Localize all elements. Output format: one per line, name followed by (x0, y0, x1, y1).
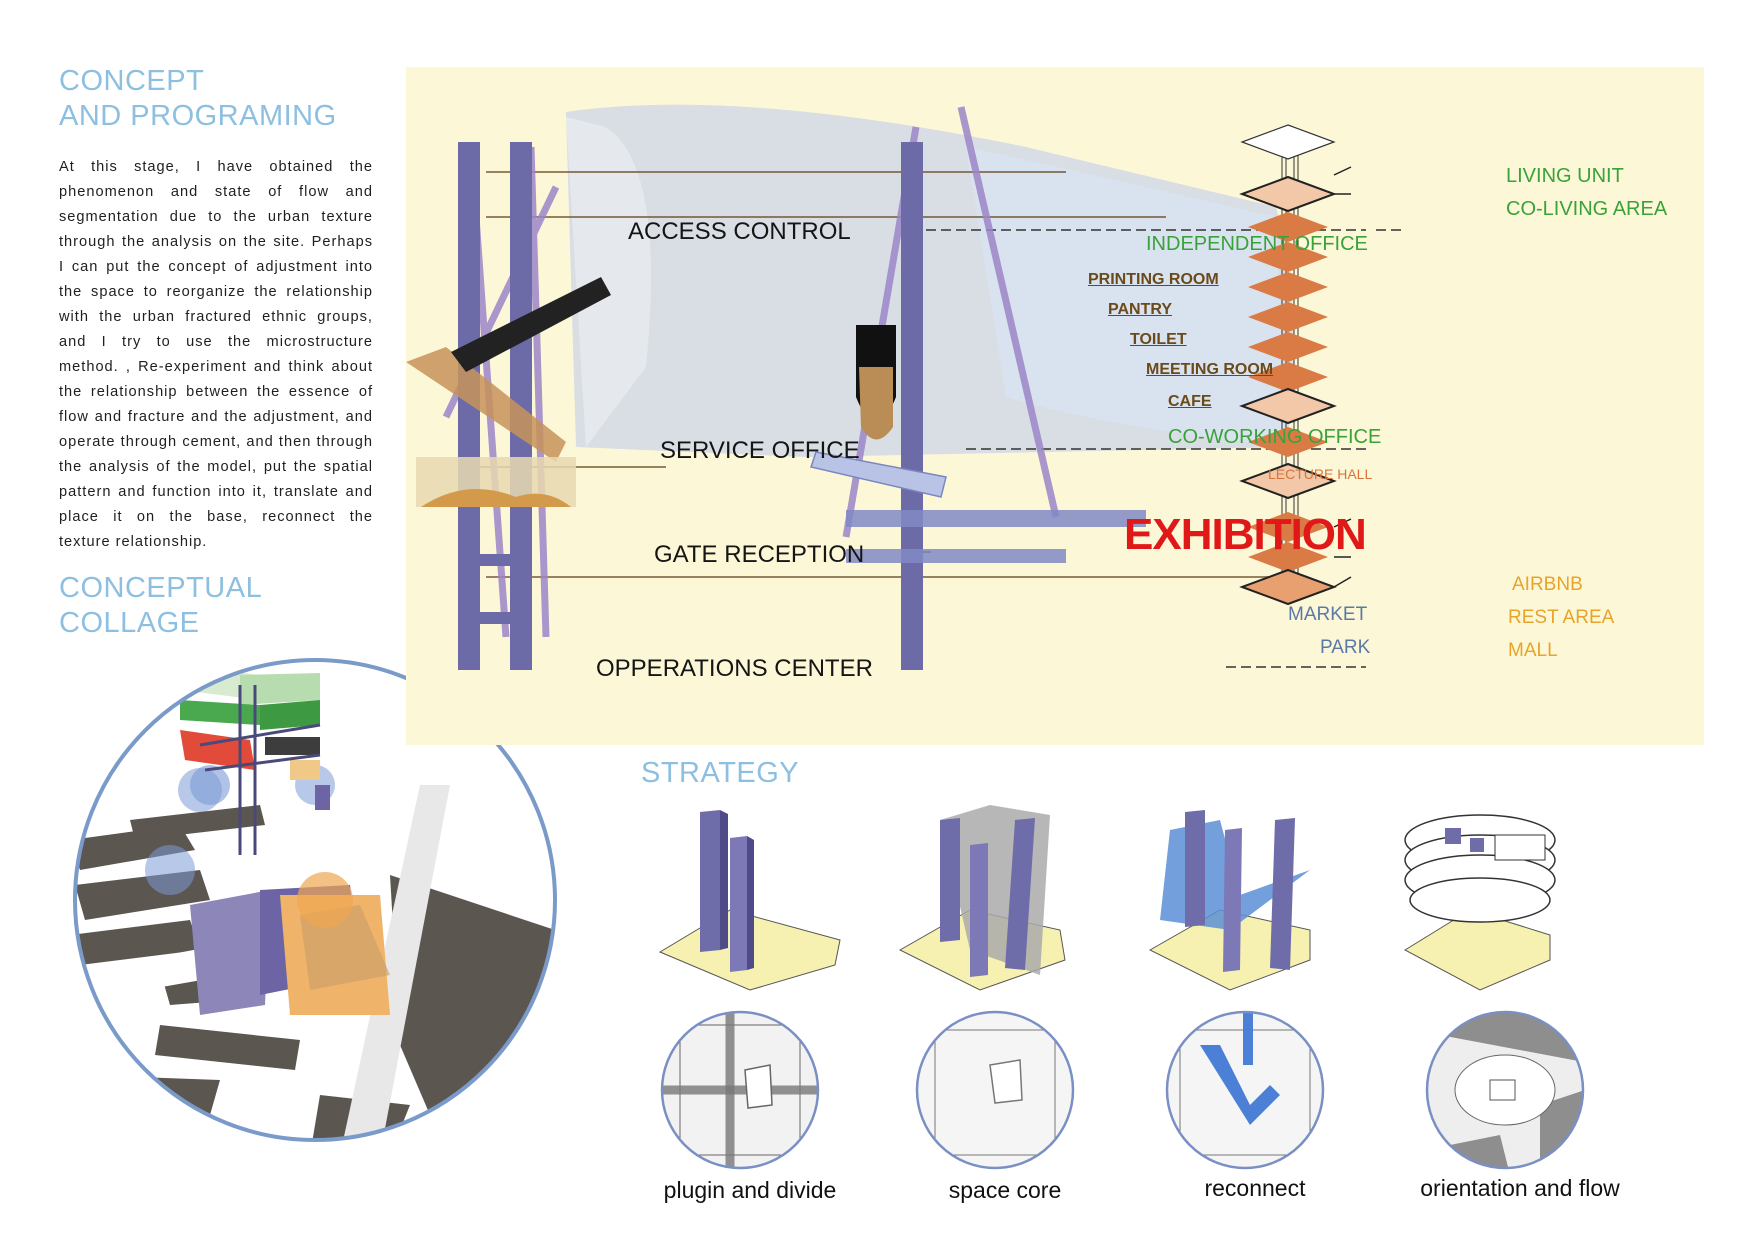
concept-heading-line2: AND PROGRAMING (59, 100, 337, 132)
label-pantry: PANTRY (1108, 301, 1172, 318)
column-mid (510, 142, 532, 670)
collage-heading: CONCEPTUAL COLLAGE (59, 571, 262, 641)
conceptual-collage-image (73, 658, 557, 1142)
strategy-caption-1: plugin and divide (663, 1177, 837, 1203)
label-toilet: TOILET (1130, 331, 1187, 348)
label-service-office: SERVICE OFFICE (660, 437, 860, 464)
strategy-model-reconnect (1148, 810, 1311, 991)
label-park: PARK (1320, 637, 1371, 658)
label-coworking-office: CO-WORKING OFFICE (1168, 426, 1382, 448)
concept-body-text: At this stage, I have obtained the pheno… (59, 159, 373, 550)
label-printing-room: PRINTING ROOM (1088, 271, 1219, 288)
label-operations-center: OPPERATIONS CENTER (596, 655, 873, 682)
strategy-caption-3: reconnect (1204, 1175, 1306, 1201)
label-independent-office: INDEPENDENT OFFICE (1146, 233, 1368, 255)
label-rest-area: REST AREA (1508, 607, 1615, 628)
label-lecture-hall: LECTURE HALL (1268, 466, 1373, 482)
label-gate-reception: GATE RECEPTION (654, 541, 865, 568)
strategy-model-space-core (898, 805, 1066, 991)
collage-heading-line2: COLLAGE (59, 607, 200, 639)
column-right (901, 142, 923, 670)
label-airbnb: AIRBNB (1512, 574, 1583, 595)
plan-space-core (915, 1010, 1075, 1170)
label-coliving-area: CO-LIVING AREA (1506, 198, 1668, 220)
plan-orientation-flow (1425, 1010, 1585, 1170)
strategy-heading: STRATEGY (641, 757, 800, 789)
strategy-model-plugin-divide (658, 810, 841, 991)
label-meeting-room: MEETING ROOM (1146, 361, 1274, 378)
strategy-plans-row (660, 1010, 1585, 1170)
strategy-caption-4: orientation and flow (1420, 1175, 1620, 1201)
strategy-model-orientation-flow (1403, 814, 1556, 991)
plan-plugin-divide (660, 1010, 820, 1170)
floor-stack (1239, 124, 1337, 606)
label-access-control: ACCESS CONTROL (628, 218, 851, 245)
label-living-unit: LIVING UNIT (1506, 165, 1624, 187)
label-mall: MALL (1508, 640, 1558, 661)
label-cafe: CAFE (1168, 393, 1212, 410)
strategy-models-row (658, 805, 1556, 991)
plan-reconnect (1165, 1010, 1325, 1170)
column-left (458, 142, 480, 670)
program-diagram-graphic (406, 104, 1406, 670)
label-market: MARKET (1288, 604, 1368, 625)
collage-heading-line1: CONCEPTUAL (59, 572, 263, 604)
concept-heading-line1: CONCEPT (59, 65, 205, 97)
concept-heading: CONCEPT AND PROGRAMING (59, 64, 337, 134)
strategy-caption-2: space core (948, 1177, 1062, 1203)
label-exhibition: EXHIBITION (1124, 510, 1367, 559)
